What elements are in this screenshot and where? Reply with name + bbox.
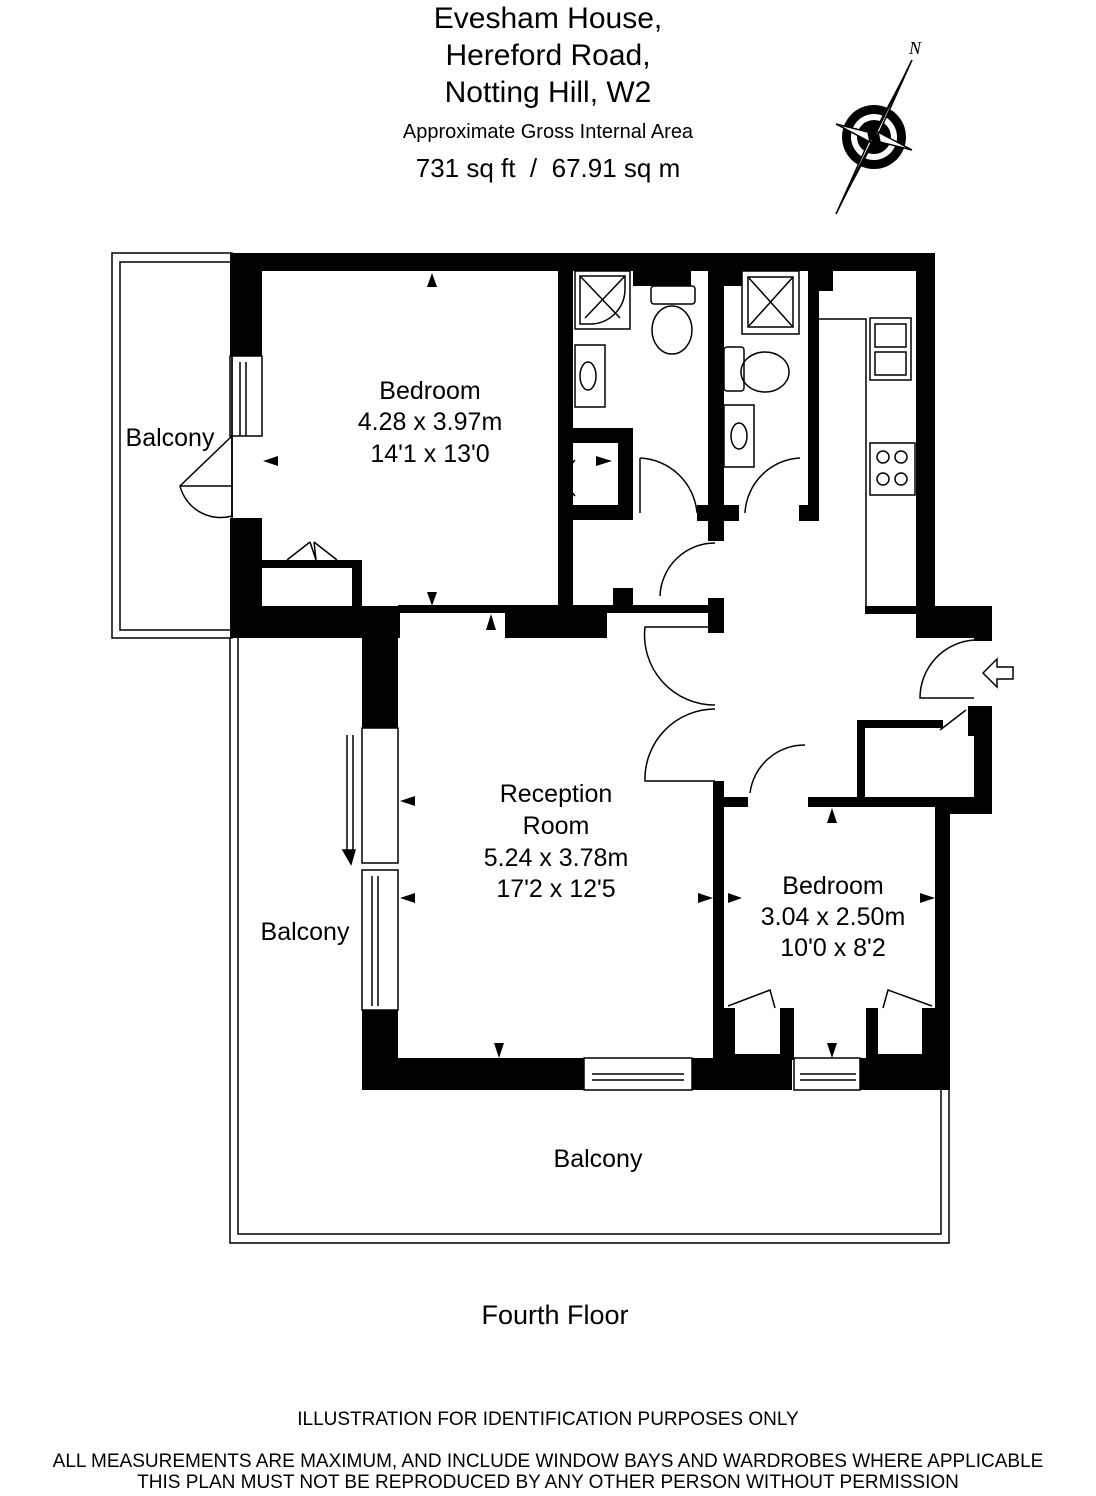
measurement-arrows	[263, 273, 935, 1058]
balcony-south-outline	[229, 638, 950, 1244]
reception-name-line-2: Room	[523, 812, 590, 840]
address-line-3: Notting Hill, W2	[444, 76, 652, 109]
bedroom-2-name: Bedroom	[782, 872, 883, 900]
balcony-mid-label: Balcony	[261, 918, 350, 946]
room-label-bedroom-1: Bedroom 4.28 x 3.97m 14'1 x 13'0	[358, 377, 503, 468]
bedroom-1-metric: 4.28 x 3.97m	[358, 408, 503, 436]
area-value: 731 sq ft / 67.91 sq m	[415, 153, 681, 183]
bathroom-fixtures	[574, 270, 800, 468]
balcony-west-label: Balcony	[126, 424, 215, 452]
room-label-reception: Reception Room 5.24 x 3.78m 17'2 x 12'5	[484, 780, 629, 903]
address-block: Evesham House, Hereford Road, Notting Hi…	[0, 0, 1096, 111]
address-line-1: Evesham House,	[433, 2, 663, 35]
exterior-walls	[230, 253, 992, 1090]
address-line-2: Hereford Road,	[445, 39, 651, 72]
compass-north-label: N	[908, 38, 922, 58]
windows	[229, 355, 861, 1091]
area-label: Approximate Gross Internal Area	[402, 121, 694, 143]
reception-metric: 5.24 x 3.78m	[484, 844, 629, 872]
bedroom-2-imperial: 10'0 x 8'2	[780, 934, 885, 962]
bedroom-1-imperial: 14'1 x 13'0	[370, 440, 489, 468]
bedroom-1-name: Bedroom	[379, 377, 480, 405]
sliding-door	[341, 735, 356, 866]
interior-walls	[262, 271, 974, 1090]
disclaimer-line-2: ALL MEASUREMENTS ARE MAXIMUM, AND INCLUD…	[52, 1451, 1044, 1472]
kitchen-fixtures	[819, 317, 916, 606]
compass-icon: N	[835, 38, 922, 215]
disclaimer-line-1: ILLUSTRATION FOR IDENTIFICATION PURPOSES…	[297, 1409, 799, 1430]
reception-name-line-1: Reception	[500, 780, 613, 808]
room-label-bedroom-2: Bedroom 3.04 x 2.50m 10'0 x 8'2	[761, 872, 906, 962]
balcony-south-label: Balcony	[554, 1145, 643, 1173]
entrance-arrow-icon	[981, 657, 1014, 689]
bedroom-2-metric: 3.04 x 2.50m	[761, 903, 906, 931]
reception-imperial: 17'2 x 12'5	[496, 875, 615, 903]
disclaimer-line-3: THIS PLAN MUST NOT BE REPRODUCED BY ANY …	[137, 1472, 959, 1493]
floor-label: Fourth Floor	[481, 1300, 629, 1330]
door-swings	[179, 434, 975, 1009]
